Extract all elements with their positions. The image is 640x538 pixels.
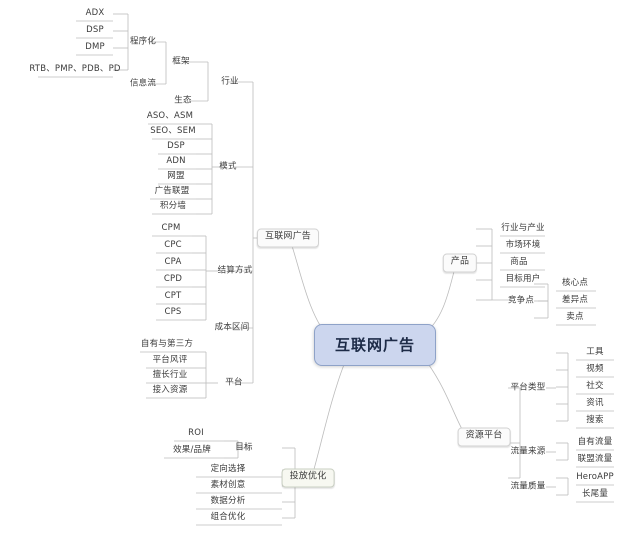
node-cost-range[interactable]: 成本区间 [214,322,250,333]
leaf-tool[interactable]: 工具 [586,346,604,357]
leaf-cps[interactable]: CPS [164,306,182,317]
center-node[interactable]: 互联网广告 [313,324,437,366]
leaf-adn[interactable]: ADN [166,155,186,166]
leaf-own-traffic[interactable]: 自有流量 [577,436,613,447]
leaf-dsp[interactable]: DSP [86,24,104,35]
leaf-data-analysis[interactable]: 数据分析 [210,495,246,506]
node-platform[interactable]: 平台 [225,377,243,388]
node-mode[interactable]: 模式 [219,161,237,172]
node-platform-type[interactable]: 平台类型 [510,382,546,393]
leaf-search[interactable]: 搜索 [586,414,604,425]
leaf-targeting-selection[interactable]: 定向选择 [210,463,246,474]
leaf-industry-and-sector[interactable]: 行业与产业 [501,222,545,233]
leaf-social[interactable]: 社交 [586,380,604,391]
leaf-cpa[interactable]: CPA [164,256,182,267]
node-traffic-quality[interactable]: 流量质量 [510,481,546,492]
branch-product[interactable]: 产品 [442,253,478,273]
node-feed[interactable]: 信息流 [129,78,157,89]
leaf-difference-point[interactable]: 差异点 [561,294,589,305]
leaf-alliance-traffic[interactable]: 联盟流量 [577,453,613,464]
leaf-core-point[interactable]: 核心点 [561,277,589,288]
leaf-wangmeng[interactable]: 网盟 [167,170,185,181]
leaf-commodity[interactable]: 商品 [510,256,528,267]
leaf-adx[interactable]: ADX [85,7,105,18]
node-settlement[interactable]: 结算方式 [217,265,253,276]
leaf-video[interactable]: 视频 [586,363,604,374]
node-traffic-source[interactable]: 流量来源 [510,446,546,457]
leaf-specialty-industry[interactable]: 擅长行业 [152,369,188,380]
leaf-selling-point[interactable]: 卖点 [566,311,584,322]
leaf-points-wall[interactable]: 积分墙 [159,200,187,211]
leaf-combination-optimization[interactable]: 组合优化 [210,511,246,522]
leaf-hero-app[interactable]: HeroAPP [576,471,614,482]
leaf-cpd[interactable]: CPD [163,273,183,284]
node-framework[interactable]: 框架 [172,56,190,67]
leaf-market-environment[interactable]: 市场环境 [505,239,541,250]
leaf-creative-material[interactable]: 素材创意 [210,479,246,490]
leaf-mode-dsp[interactable]: DSP [167,140,185,151]
node-industry[interactable]: 行业 [221,76,239,87]
leaf-cpt[interactable]: CPT [164,290,182,301]
node-ecology[interactable]: 生态 [174,95,192,106]
leaf-platform-reputation[interactable]: 平台风评 [152,354,188,365]
leaf-target-user[interactable]: 目标用户 [505,273,541,284]
leaf-dmp[interactable]: DMP [85,41,105,52]
leaf-ad-alliance[interactable]: 广告联盟 [154,185,190,196]
branch-resource-platform[interactable]: 资源平台 [457,427,511,447]
leaf-cpm[interactable]: CPM [161,222,181,233]
leaf-news[interactable]: 资讯 [586,397,604,408]
node-programmatic[interactable]: 程序化 [129,36,157,47]
branch-delivery-optimization[interactable]: 投放优化 [281,468,335,488]
node-goal[interactable]: 目标 [235,442,253,453]
leaf-aso-asm[interactable]: ASO、ASM [146,110,194,121]
leaf-roi[interactable]: ROI [188,427,204,438]
leaf-effect-brand[interactable]: 效果/品牌 [173,444,211,455]
leaf-rtb-pmp-pdb-pd[interactable]: RTB、PMP、PDB、PD [29,63,121,74]
node-competition-point[interactable]: 竞争点 [507,295,535,306]
leaf-own-and-third-party[interactable]: 自有与第三方 [140,338,194,349]
leaf-access-resources[interactable]: 接入资源 [152,384,188,395]
leaf-seo-sem[interactable]: SEO、SEM [150,125,196,136]
leaf-long-tail-volume[interactable]: 长尾量 [581,488,609,499]
leaf-cpc[interactable]: CPC [164,239,182,250]
branch-internet-ad[interactable]: 互联网广告 [256,228,320,248]
